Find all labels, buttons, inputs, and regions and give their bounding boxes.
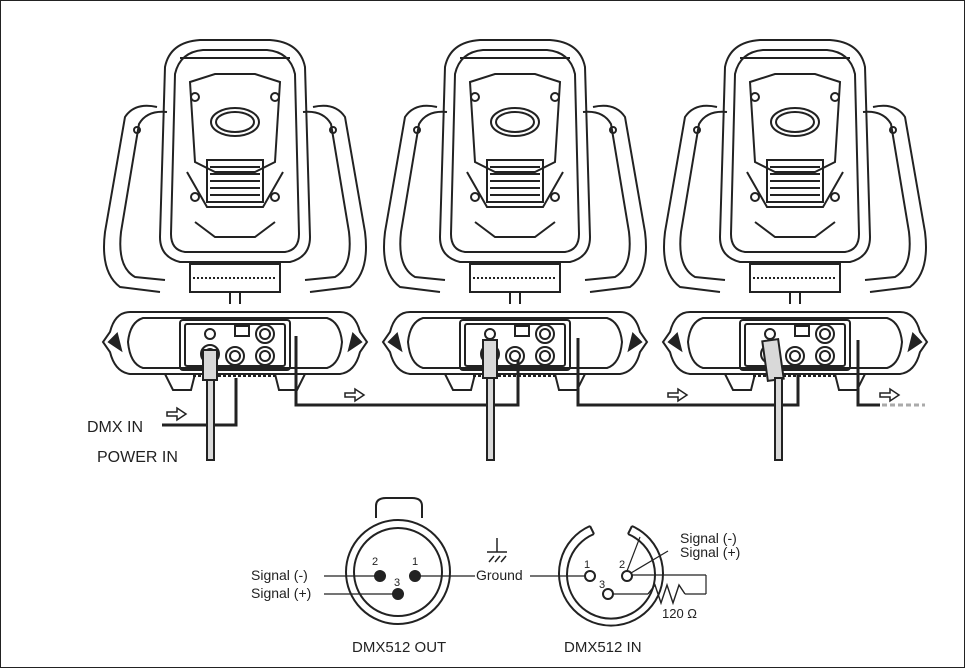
ground-icon	[487, 538, 507, 563]
resistor-label: 120 Ω	[662, 606, 697, 621]
dmx512-out-title: DMX512 OUT	[352, 639, 446, 656]
in-pin3: 3	[599, 579, 605, 591]
power-cables	[202, 337, 785, 461]
dmx-in-label: DMX IN	[87, 419, 143, 436]
arrow-right-icon	[166, 406, 188, 422]
out-signal-plus: Signal (+)	[251, 585, 311, 601]
out-pin3: 3	[394, 577, 400, 589]
dmx512-out-connector	[324, 497, 475, 625]
fixture-2	[382, 39, 648, 391]
flow-arrows	[166, 387, 901, 422]
dmx512-in-title: DMX512 IN	[564, 639, 642, 656]
fixture-1	[102, 39, 368, 391]
in-pin2: 2	[619, 559, 625, 571]
out-pin1: 1	[412, 556, 418, 568]
arrow-right-icon	[344, 387, 366, 403]
dmx-cables	[162, 336, 880, 427]
fixture-3	[662, 39, 928, 391]
arrow-right-icon	[667, 387, 689, 403]
out-pin2: 2	[372, 556, 378, 568]
out-signal-minus: Signal (-)	[251, 567, 308, 583]
dmx512-in-connector	[558, 525, 707, 627]
power-in-label: POWER IN	[97, 449, 178, 466]
ground-label: Ground	[476, 567, 523, 583]
in-pin1: 1	[584, 559, 590, 571]
in-signal-plus: Signal (+)	[680, 544, 740, 560]
in-signal-minus: Signal (-)	[680, 530, 737, 546]
arrow-right-icon	[879, 387, 901, 403]
